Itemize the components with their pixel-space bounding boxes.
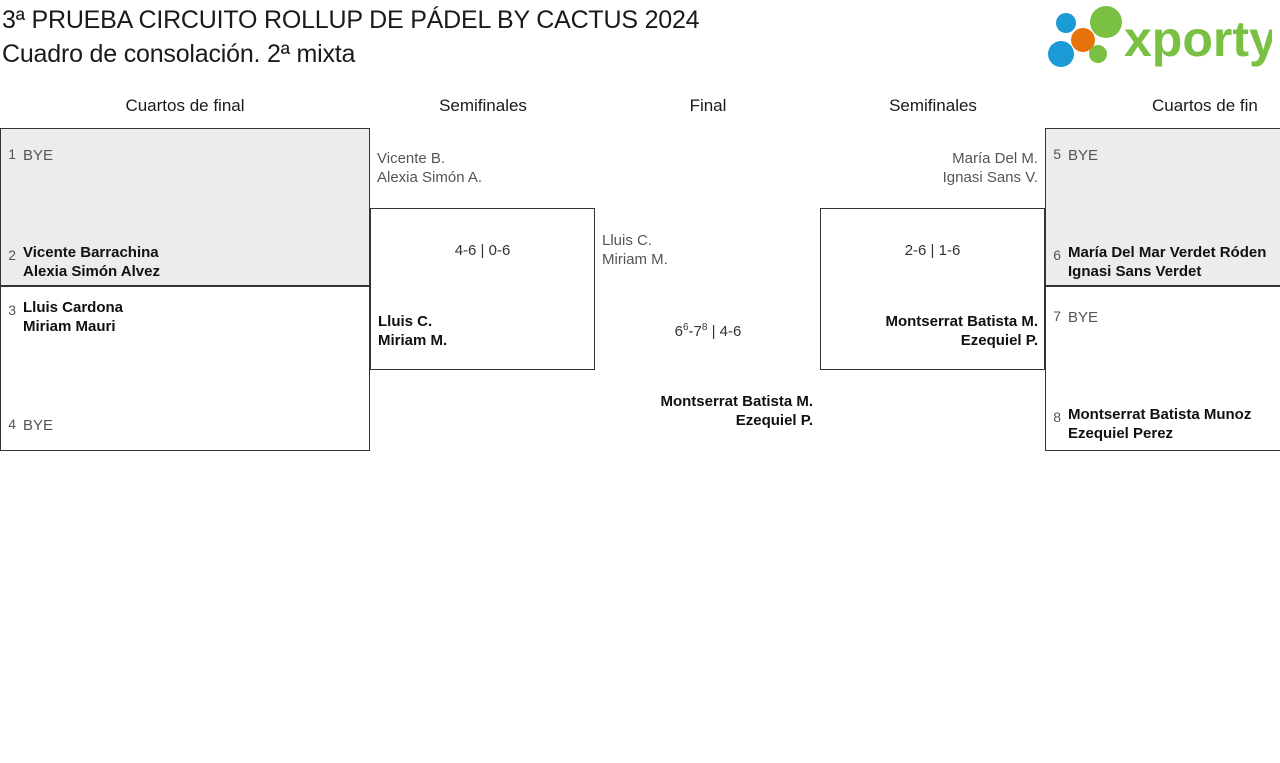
player-entry[interactable]: 1 BYE — [1, 145, 369, 165]
player-entry[interactable]: 3 Lluis Cardona Miriam Mauri — [1, 298, 369, 336]
logo-wordmark: xporty — [1124, 11, 1272, 67]
logo-dot-orange — [1071, 28, 1095, 52]
player-entry[interactable]: 7 BYE — [1046, 307, 1280, 327]
semifinal-left-winner: Lluis C. Miriam M. — [378, 313, 448, 349]
round-header-quarters-right: Cuartos de fin — [1152, 96, 1258, 115]
seed-number: 5 — [1053, 146, 1061, 162]
seed-number: 3 — [8, 302, 16, 318]
player-names: BYE — [23, 417, 54, 434]
semifinal-right-loser: María Del M. Ignasi Sans V. — [942, 150, 1038, 186]
seed-number: 6 — [1053, 247, 1061, 263]
match-box-semifinal-right[interactable]: 2-6 | 1-6 Montserrat Batista M. Ezequiel… — [820, 208, 1045, 370]
xporty-logo[interactable]: xporty — [1040, 6, 1277, 68]
player-names: BYE — [1068, 147, 1099, 164]
final-score: 66-78 | 4-6 — [674, 322, 742, 341]
semifinal-right-score: 2-6 | 1-6 — [904, 242, 961, 259]
tournament-title: 3ª PRUEBA CIRCUITO ROLLUP DE PÁDEL BY CA… — [2, 6, 700, 34]
page-title: 3ª PRUEBA CIRCUITO ROLLUP DE PÁDEL BY CA… — [0, 0, 1040, 71]
logo-dot-blue-small — [1056, 13, 1076, 33]
xporty-logo-svg: xporty — [1048, 6, 1277, 67]
match-box-quarterfinal-2[interactable]: 3 Lluis Cardona Miriam Mauri 4 BYE — [0, 286, 370, 451]
logo-dot-green-large — [1090, 6, 1122, 38]
player-entry[interactable]: 2 Vicente Barrachina Alexia Simón Alvez — [1, 243, 369, 281]
player-names: BYE — [23, 147, 54, 164]
round-header-semifinals-left: Semifinales — [439, 96, 527, 115]
round-header-semifinals-right: Semifinales — [889, 96, 977, 115]
player-names: María Del Mar Verdet Róden Ignasi Sans V… — [1068, 244, 1267, 280]
player-names: BYE — [1068, 309, 1099, 326]
round-header-final: Final — [689, 96, 727, 115]
semifinal-left-loser: Vicente B. Alexia Simón A. — [377, 150, 483, 186]
match-box-quarterfinal-1[interactable]: 1 BYE 2 Vicente Barrachina Alexia Simón … — [0, 128, 370, 286]
logo-dot-green-small — [1089, 45, 1107, 63]
match-box-semifinal-left[interactable]: 4-6 | 0-6 Lluis C. Miriam M. — [370, 208, 595, 370]
seed-number: 8 — [1053, 409, 1061, 425]
seed-number: 4 — [8, 416, 16, 432]
round-header-quarters-left: Cuartos de final — [125, 96, 245, 115]
final-winner: Montserrat Batista M. Ezequiel P. — [660, 393, 813, 429]
match-box-quarterfinal-3[interactable]: 5 BYE 6 María Del Mar Verdet Róden Ignas… — [1045, 128, 1280, 286]
player-entry[interactable]: 5 BYE — [1046, 145, 1280, 165]
semifinal-right-winner: Montserrat Batista M. Ezequiel P. — [885, 313, 1038, 349]
player-entry[interactable]: 4 BYE — [1, 415, 369, 435]
logo-dot-blue-large — [1048, 41, 1074, 67]
seed-number: 7 — [1053, 308, 1061, 324]
player-names: Lluis Cardona Miriam Mauri — [23, 299, 124, 335]
seed-number: 1 — [8, 146, 16, 162]
player-entry[interactable]: 6 María Del Mar Verdet Róden Ignasi Sans… — [1046, 243, 1280, 281]
match-box-quarterfinal-4[interactable]: 7 BYE 8 Montserrat Batista Munoz Ezequie… — [1045, 286, 1280, 451]
final-loser: Lluis C. Miriam M. — [602, 232, 668, 268]
player-names: Montserrat Batista Munoz Ezequiel Perez — [1068, 406, 1252, 442]
semifinal-left-score: 4-6 | 0-6 — [454, 242, 511, 259]
player-entry[interactable]: 8 Montserrat Batista Munoz Ezequiel Pere… — [1046, 405, 1280, 443]
tournament-subtitle: Cuadro de consolación. 2ª mixta — [2, 40, 356, 68]
player-names: Vicente Barrachina Alexia Simón Alvez — [23, 244, 160, 280]
seed-number: 2 — [8, 247, 16, 263]
